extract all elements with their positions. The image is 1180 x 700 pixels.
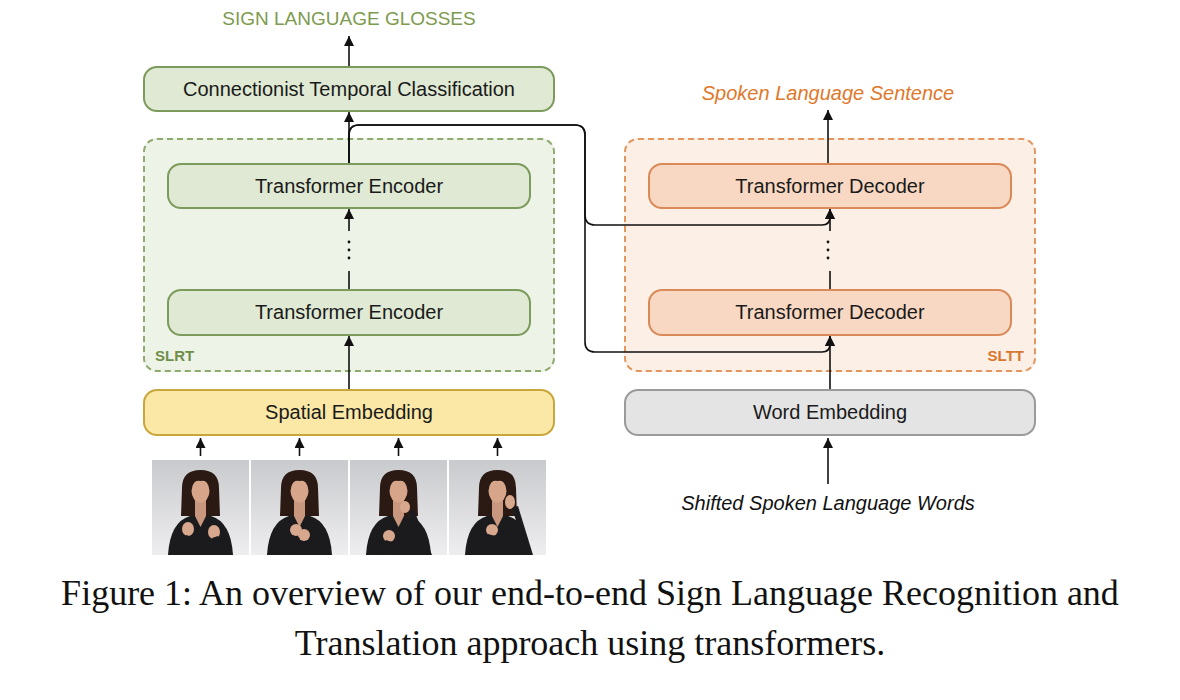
box-label: Transformer Decoder bbox=[735, 175, 924, 198]
connector-arrow bbox=[348, 209, 350, 289]
box-label: Word Embedding bbox=[753, 401, 907, 424]
word-embedding-box: Word Embedding bbox=[624, 389, 1036, 436]
output-label: SIGN LANGUAGE GLOSSES bbox=[222, 8, 475, 30]
decoder-box: Transformer Decoder bbox=[648, 163, 1012, 209]
spatial-embedding-box: Spatial Embedding bbox=[143, 389, 555, 436]
ctc-box: Connectionist Temporal Classification bbox=[143, 66, 555, 112]
layout-arrows bbox=[201, 36, 829, 484]
group-label: SLRT bbox=[155, 347, 194, 364]
output-label: Spoken Language Sentence bbox=[702, 82, 954, 105]
connector-arrow bbox=[348, 336, 350, 389]
group-label: SLTT bbox=[988, 347, 1024, 364]
encoder-box: Transformer Encoder bbox=[167, 289, 531, 336]
decoder-box: Transformer Decoder bbox=[648, 289, 1012, 336]
ellipsis-dots bbox=[348, 241, 830, 260]
connector-arrow bbox=[349, 125, 830, 225]
signer-frames bbox=[152, 460, 546, 555]
box-label: Transformer Decoder bbox=[735, 301, 924, 324]
box-label: Transformer Encoder bbox=[255, 175, 443, 198]
connector-arrow bbox=[829, 336, 831, 389]
connector-arrow bbox=[829, 209, 831, 289]
connector-arrow bbox=[349, 125, 830, 352]
box-label: Connectionist Temporal Classification bbox=[183, 78, 515, 101]
box-label: Transformer Encoder bbox=[255, 301, 443, 324]
encoder-box: Transformer Encoder bbox=[167, 163, 531, 209]
box-label: Spatial Embedding bbox=[265, 401, 433, 424]
figure-caption: Figure 1: An overview of our end-to-end … bbox=[50, 568, 1130, 668]
input-label: Shifted Spoken Language Words bbox=[681, 492, 975, 515]
